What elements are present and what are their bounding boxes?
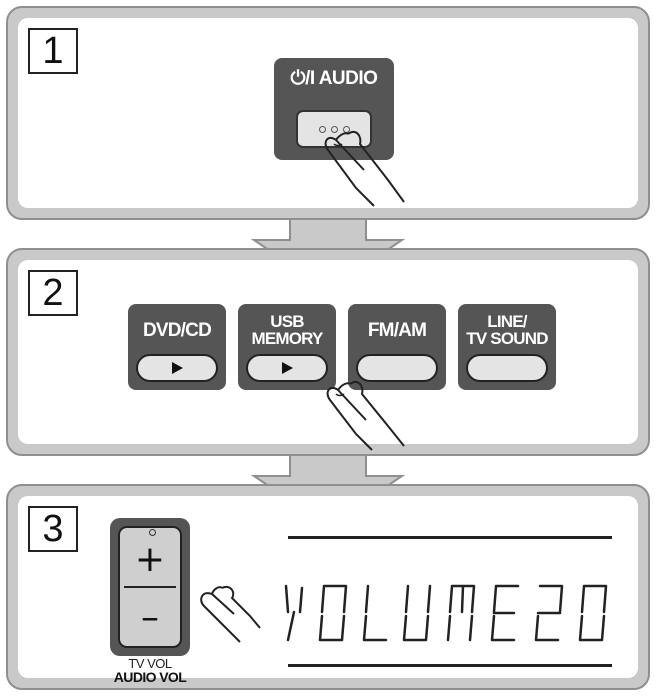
- line-tv-sound-label: LINE/ TV SOUND: [466, 312, 548, 348]
- pointing-finger-icon: [324, 130, 405, 207]
- volume-rocker[interactable]: + –: [118, 526, 182, 648]
- indicator-dot: [342, 125, 350, 133]
- step-1-number: 1: [28, 28, 78, 74]
- rocker-divider: [124, 586, 176, 588]
- play-icon: [281, 362, 293, 374]
- fm-am-button[interactable]: FM/AM: [348, 304, 446, 390]
- step-2-area: 2 DVD/CD USB MEMORY FM/AM LINE/ TV SOUND: [18, 260, 638, 451]
- tv-vol-label: TV VOL: [128, 656, 172, 671]
- pointing-finger-icon: [200, 586, 261, 643]
- step-3-panel: 3 + – TV VOL AUDIO VOL VOLUME 20: [6, 484, 650, 690]
- power-audio-button[interactable]: ⏻/I AUDIO: [274, 58, 394, 160]
- dvd-cd-key[interactable]: [136, 354, 218, 382]
- indicator-dot: [330, 125, 338, 133]
- segment-display: [284, 584, 608, 642]
- step-3-number: 3: [28, 506, 78, 552]
- power-audio-label: ⏻/I AUDIO: [290, 68, 378, 89]
- fm-am-label: FM/AM: [367, 319, 427, 341]
- step-2-number: 2: [28, 270, 78, 316]
- volume-control[interactable]: + –: [110, 518, 190, 656]
- volume-up-button[interactable]: +: [134, 539, 166, 580]
- step-1-panel: 1 ⏻/I AUDIO: [6, 6, 650, 220]
- audio-vol-label: AUDIO VOL: [113, 669, 187, 685]
- tactile-dot: [149, 529, 156, 536]
- indicator-dot: [318, 125, 326, 133]
- dvd-cd-button[interactable]: DVD/CD: [128, 304, 226, 390]
- line-tv-sound-button[interactable]: LINE/ TV SOUND: [458, 304, 556, 390]
- line-tv-sound-key[interactable]: [466, 354, 548, 382]
- usb-memory-key[interactable]: [246, 354, 328, 382]
- dvd-cd-label: DVD/CD: [142, 319, 212, 341]
- pointing-finger-icon: [326, 380, 405, 451]
- volume-down-button[interactable]: –: [141, 597, 159, 638]
- power-key[interactable]: [296, 110, 372, 148]
- usb-memory-label: USB MEMORY: [251, 312, 323, 348]
- step-2-panel: 2 DVD/CD USB MEMORY FM/AM LINE/ TV SOUND: [6, 248, 650, 456]
- step-3-area: 3 + – TV VOL AUDIO VOL VOLUME 20: [18, 496, 638, 685]
- fm-am-key[interactable]: [356, 354, 438, 382]
- step-1-area: 1 ⏻/I AUDIO: [18, 18, 638, 208]
- volume-display: VOLUME 20: [284, 582, 614, 651]
- display-bottom-line: [288, 664, 612, 667]
- usb-memory-button[interactable]: USB MEMORY: [238, 304, 336, 390]
- display-top-line: [288, 536, 612, 539]
- play-icon: [171, 362, 183, 374]
